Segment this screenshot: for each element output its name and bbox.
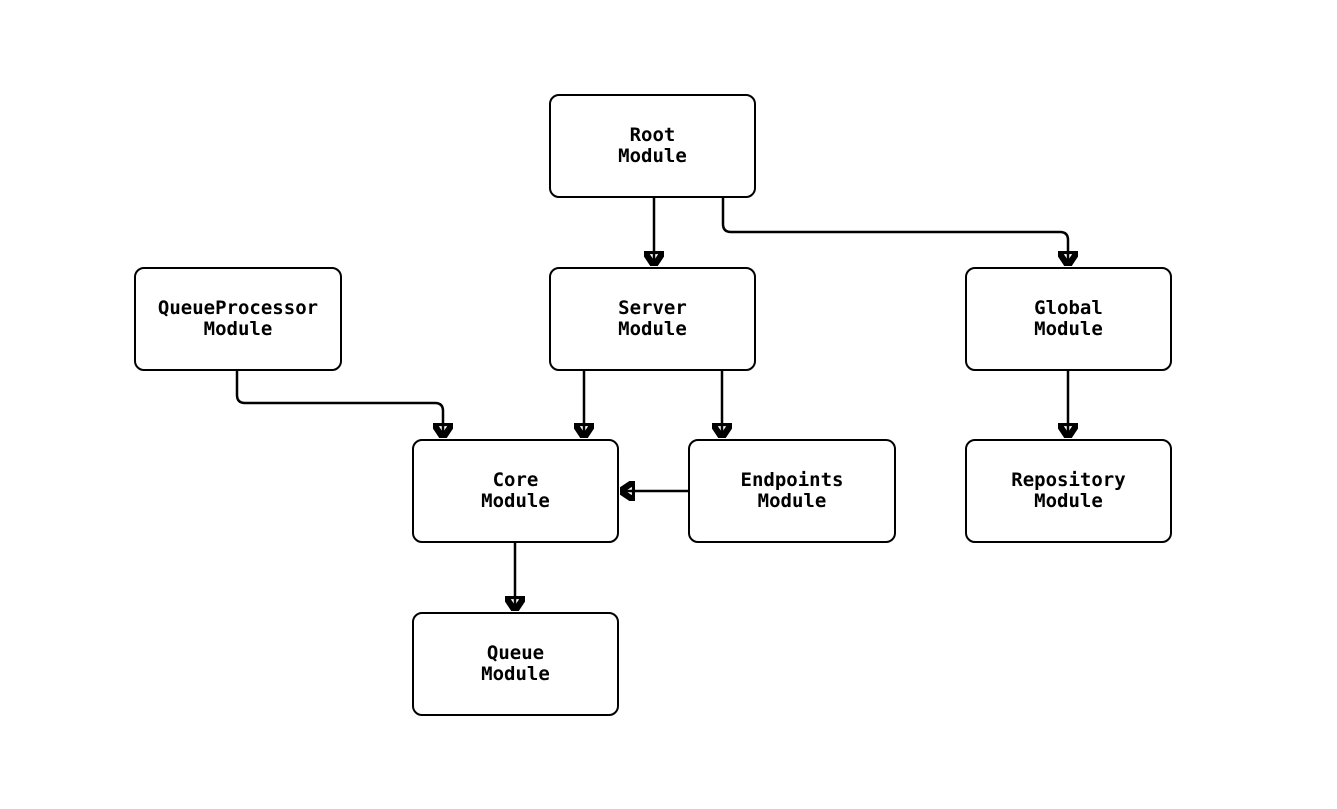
node-global-module: Global Module [965,267,1172,371]
node-label-line2: Module [757,490,827,512]
node-label-line1: Repository [1011,469,1126,491]
node-label-line1: QueueProcessor [157,297,319,319]
node-label-line2: Module [1034,490,1103,512]
node-label-line2: Module [481,490,550,512]
node-label-line2: Module [1034,318,1103,340]
node-label-line1: Server [618,297,687,319]
node-label-line1: Core [492,469,539,491]
node-endpoints-module: Endpoints Module [688,439,896,543]
node-repository-module: Repository Module [965,439,1172,543]
edge-root-to-global [721,198,1068,266]
node-label-line2: Module [481,663,550,685]
node-queue-module: Queue Module [412,612,619,716]
node-label-line2: Module [203,318,273,340]
edge-queueprocessor-to-core [235,371,443,438]
node-label-line2: Module [618,318,687,340]
node-label-line2: Module [618,145,687,167]
node-label-line1: Queue [486,642,545,664]
node-server-module: Server Module [549,267,756,371]
node-core-module: Core Module [412,439,619,543]
node-root-module: Root Module [549,94,756,198]
node-label-line1: Root [629,124,676,146]
node-queueprocessor-module: QueueProcessor Module [134,267,342,371]
node-label-line1: Endpoints [740,469,844,491]
node-label-line1: Global [1034,297,1103,319]
